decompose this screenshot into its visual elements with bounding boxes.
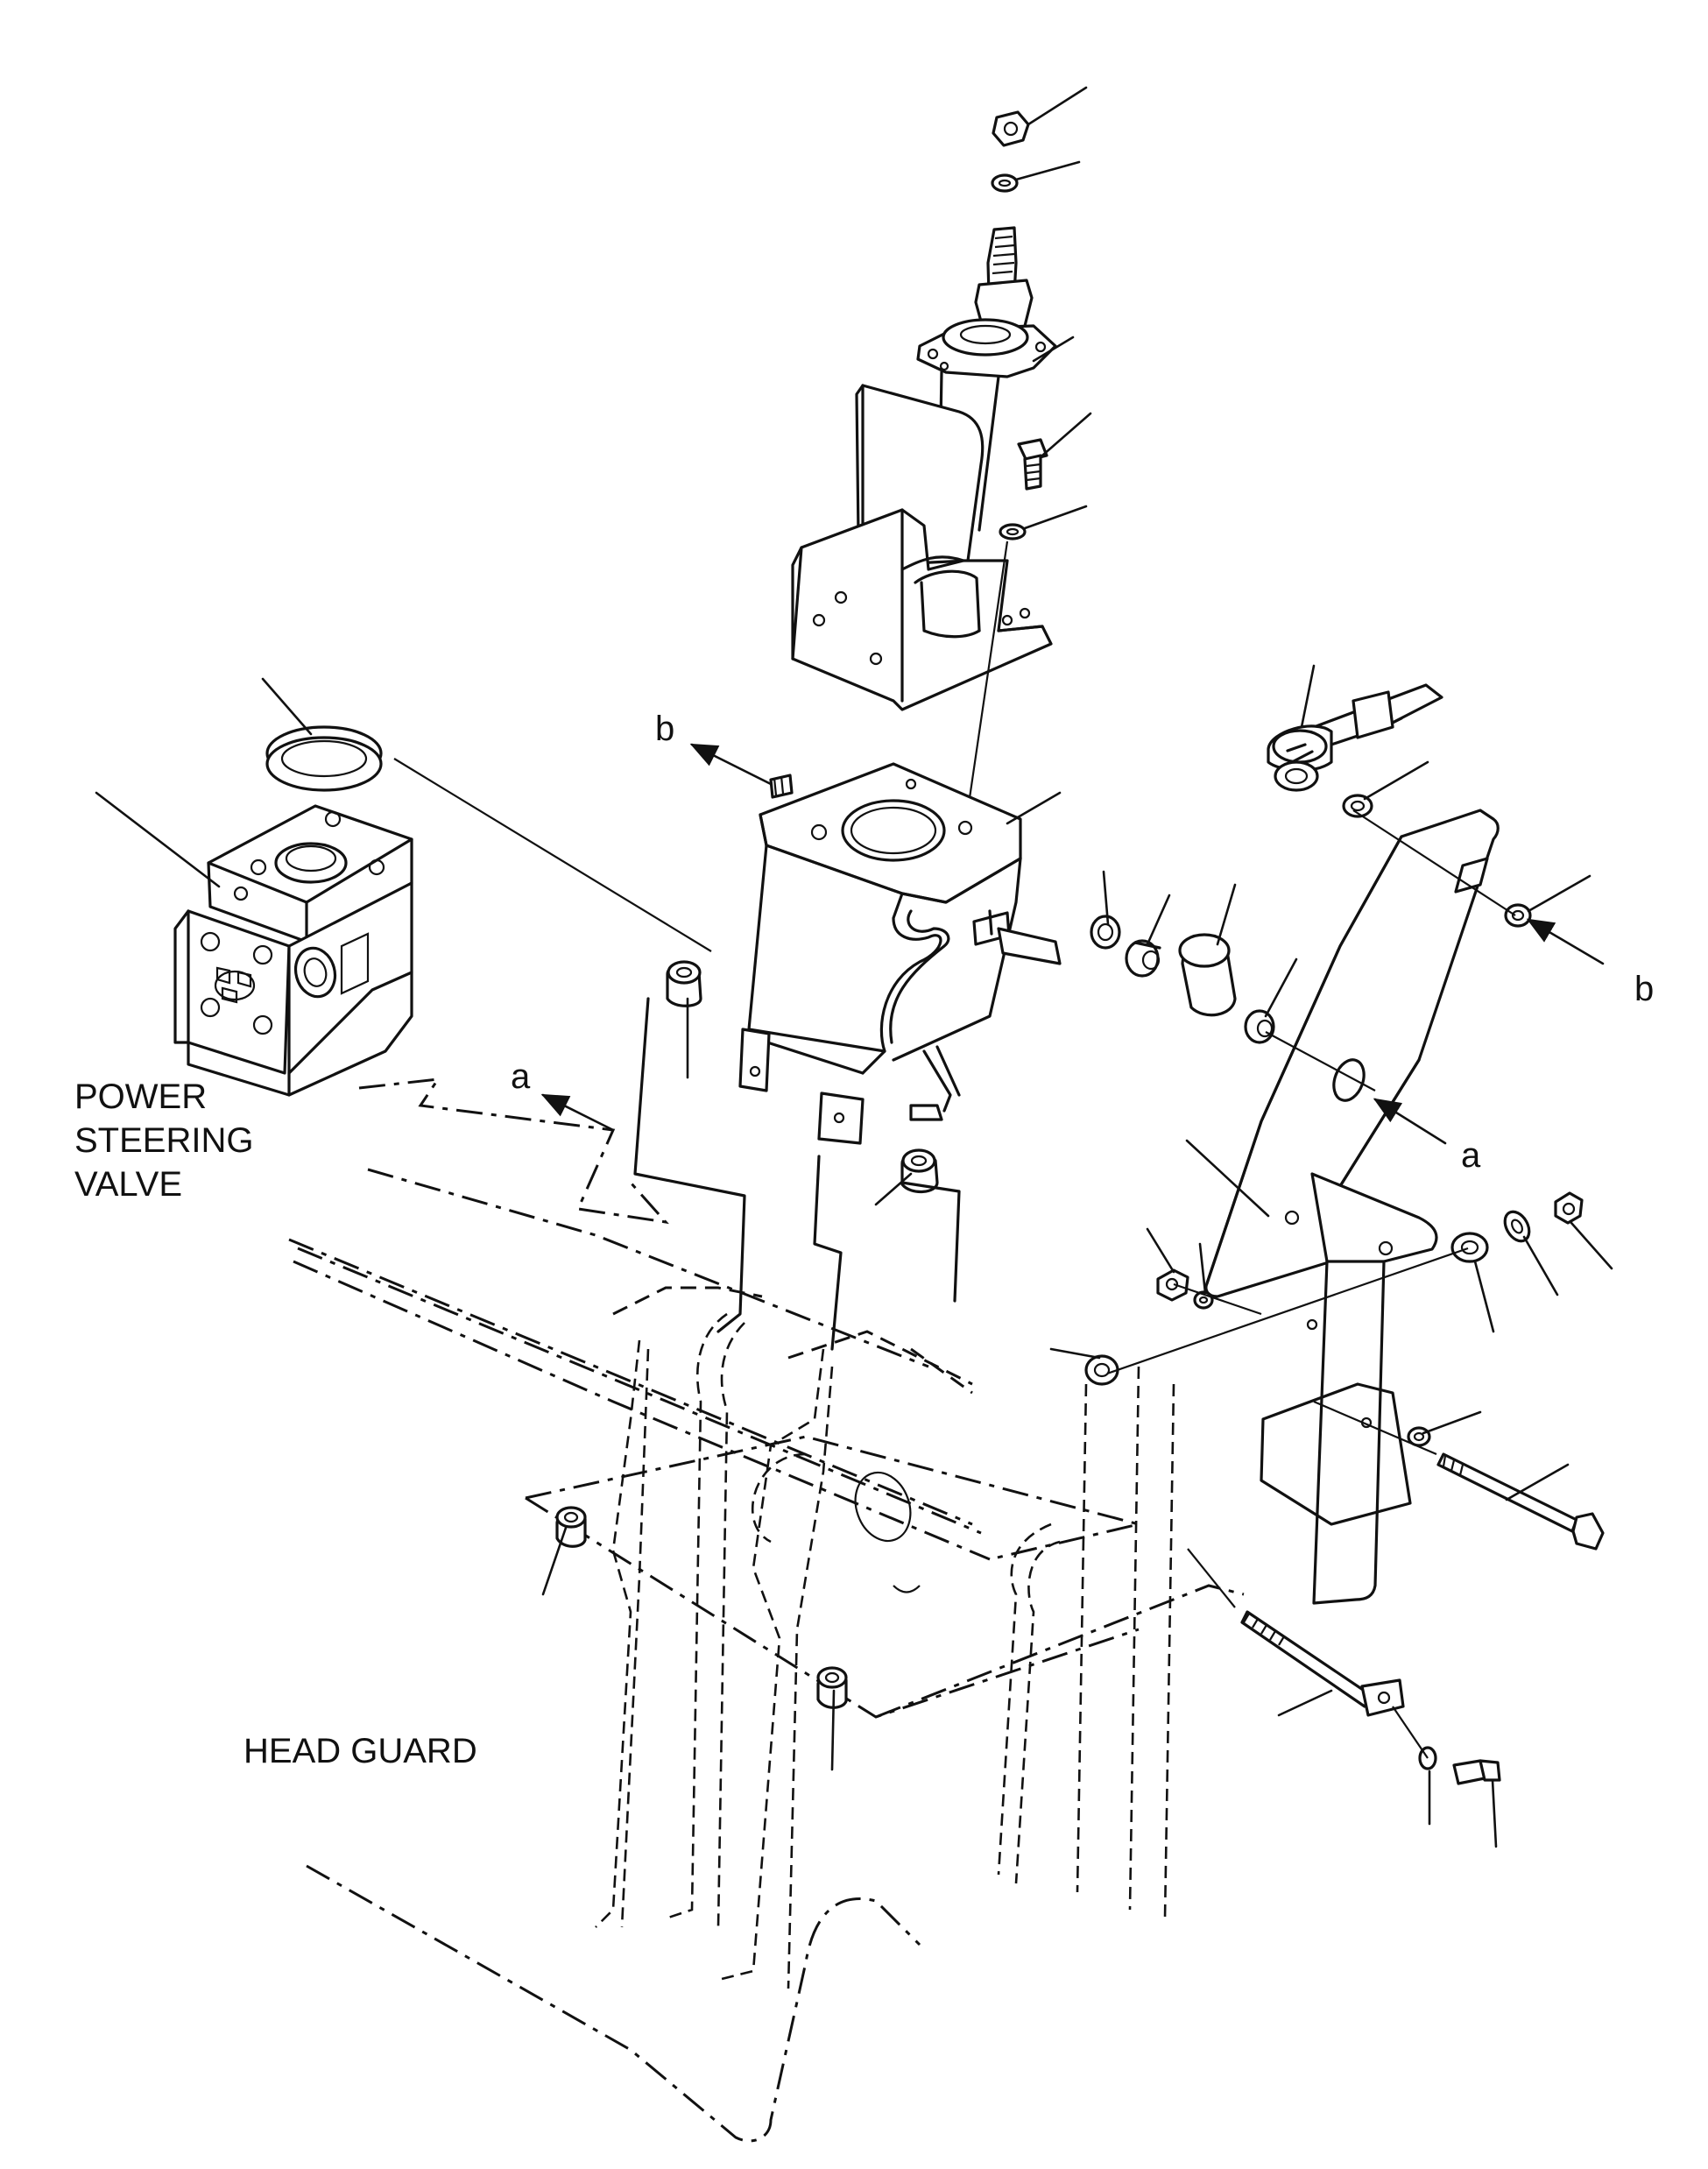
reference-label-b-right: b xyxy=(1634,970,1654,1008)
head-guard-label: HEAD GUARD xyxy=(243,1732,477,1770)
mount-plate-outline xyxy=(633,997,961,1351)
washer-b xyxy=(1504,903,1532,928)
column-center-line xyxy=(963,540,1009,829)
leader-lines xyxy=(95,86,1613,1848)
nut-mid xyxy=(1156,1268,1189,1302)
power-steering-valve-label-line-1: POWER xyxy=(74,1077,207,1116)
spacer-washer-3 xyxy=(1244,1009,1275,1044)
reference-arrow-a-left xyxy=(540,1093,615,1132)
steering-mount-bracket xyxy=(738,762,1062,1145)
power-steering-valve-label-line-3: VALVE xyxy=(74,1165,182,1204)
reference-arrow-b-right xyxy=(1526,918,1605,965)
rubber-mount-upper xyxy=(666,960,702,1007)
column-bolt xyxy=(1017,438,1048,491)
power-steering-valve-label-line-2: STEERING xyxy=(74,1121,253,1160)
spacer-washer-2 xyxy=(1125,939,1161,978)
steering-column-bracket xyxy=(791,384,1053,711)
assembly-lines xyxy=(393,758,1516,1759)
reference-label-a-left: a xyxy=(511,1057,531,1096)
washer-upper-right xyxy=(1342,794,1373,818)
small-bolt-bottom xyxy=(1452,1759,1501,1785)
rubber-mount-bottom xyxy=(816,1666,848,1709)
pivot-arm-plate xyxy=(1204,809,1500,1298)
mount-bushing-right xyxy=(1450,1232,1489,1263)
steering-shaft xyxy=(916,110,1057,532)
long-bolt-right xyxy=(1436,1452,1605,1551)
reference-label-b-left: b xyxy=(655,710,674,748)
nut-right xyxy=(1554,1191,1584,1225)
steering-lever xyxy=(1267,683,1443,792)
bushing xyxy=(1178,933,1237,1017)
rubber-mount-left xyxy=(555,1506,587,1548)
spacer-washer-1 xyxy=(1090,915,1121,950)
reference-label-a-right: a xyxy=(1461,1136,1481,1175)
column-washer xyxy=(999,523,1027,540)
power-steering-valve-label: POWER STEERING VALVE xyxy=(74,1077,264,1204)
power-steering-valve xyxy=(173,725,413,1097)
washer-right xyxy=(1503,1210,1531,1243)
reference-arrow-a-right xyxy=(1373,1098,1447,1145)
link-rod xyxy=(1240,1610,1405,1717)
mount-bushing-lower xyxy=(1084,1354,1119,1386)
rubber-mount-lower xyxy=(900,1148,939,1193)
head-guard-outline xyxy=(288,1077,1245,2143)
reference-arrow-b-left xyxy=(689,743,773,786)
